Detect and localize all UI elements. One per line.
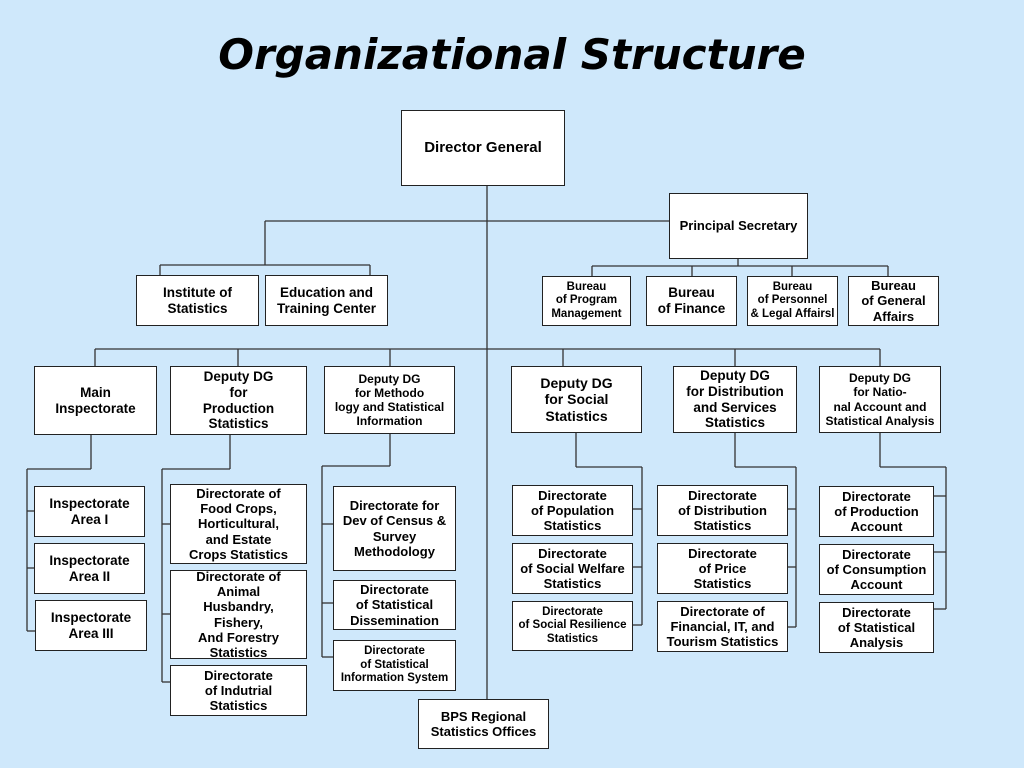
deputy-methodology-box: Deputy DG for Methodo logy and Statistic… [324,366,455,434]
directorate-industrial-box: Directorate of Indutrial Statistics [170,665,307,716]
institute-of-statistics-box: Institute of Statistics [136,275,259,326]
directorate-production-account-box: Directorate of Production Account [819,486,934,537]
principal-secretary-box: Principal Secretary [669,193,808,259]
inspectorate-area-3-box: Inspectorate Area III [35,600,147,651]
inspectorate-area-1-box: Inspectorate Area I [34,486,145,537]
directorate-social-welfare-box: Directorate of Social Welfare Statistics [512,543,633,594]
main-inspectorate-box: Main Inspectorate [34,366,157,435]
education-training-center-box: Education and Training Center [265,275,388,326]
directorate-consumption-account-box: Directorate of Consumption Account [819,544,934,595]
directorate-statistical-analysis-box: Directorate of Statistical Analysis [819,602,934,653]
director-general-box: Director General [401,110,565,186]
page-title: Organizational Structure [218,30,806,79]
directorate-dissemination-box: Directorate of Statistical Dissemination [333,580,456,630]
directorate-animal-husbandry-box: Directorate of Animal Husbandry, Fishery… [170,569,307,660]
inspectorate-area-2-box: Inspectorate Area II [34,543,145,594]
deputy-distribution-box: Deputy DG for Distribution and Services … [673,366,797,433]
directorate-population-box: Directorate of Population Statistics [512,485,633,536]
directorate-information-system-box: Directorate of Statistical Information S… [333,640,456,691]
deputy-national-account-box: Deputy DG for Natio- nal Account and Sta… [819,366,941,433]
directorate-social-resilience-box: Directorate of Social Resilience Statist… [512,601,633,651]
bureau-finance-box: Bureau of Finance [646,276,737,326]
directorate-price-box: Directorate of Price Statistics [657,543,788,594]
deputy-production-box: Deputy DG for Production Statistics [170,366,307,435]
directorate-financial-it-tourism-box: Directorate of Financial, IT, and Touris… [657,601,788,652]
bureau-general-affairs-box: Bureau of General Affairs [848,276,939,326]
directorate-distribution-stats-box: Directorate of Distribution Statistics [657,485,788,536]
bps-regional-offices-box: BPS Regional Statistics Offices [418,699,549,749]
bureau-program-management-box: Bureau of Program Management [542,276,631,326]
deputy-social-box: Deputy DG for Social Statistics [511,366,642,433]
bureau-personnel-box: Bureau of Personnel & Legal Affairsl [747,276,838,326]
directorate-census-survey-box: Directorate for Dev of Census & Survey M… [333,486,456,571]
directorate-food-crops-box: Directorate of Food Crops, Horticultural… [170,484,307,564]
